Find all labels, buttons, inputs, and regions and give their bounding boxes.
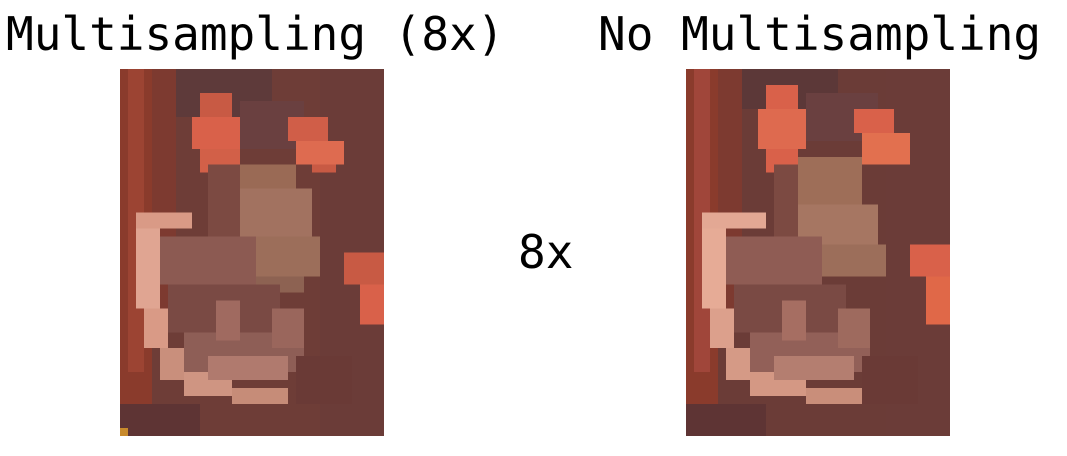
zoom-factor-label: 8x — [518, 225, 574, 279]
non-multisampled-pixel-art — [686, 69, 950, 436]
multisampled-pixel-art — [120, 69, 384, 436]
no-multisampling-title: No Multisampling — [598, 7, 1042, 61]
multisampled-image — [120, 69, 384, 436]
multisampling-title: Multisampling (8x) — [6, 7, 505, 61]
non-multisampled-image — [686, 69, 950, 436]
